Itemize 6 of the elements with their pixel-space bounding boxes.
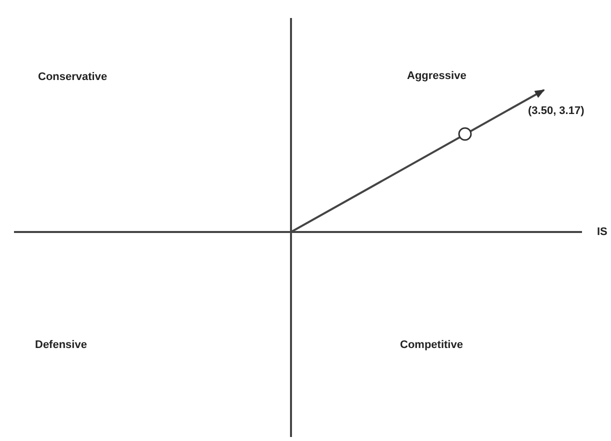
quadrant-label: Defensive xyxy=(35,339,87,353)
quadrant-label: Competitive xyxy=(400,339,463,353)
quadrant-label: Aggressive xyxy=(407,70,466,84)
point-label: (3.50, 3.17) xyxy=(528,105,584,119)
quadrant-label: Conservative xyxy=(38,71,108,85)
axis-label: IS xyxy=(597,226,608,240)
